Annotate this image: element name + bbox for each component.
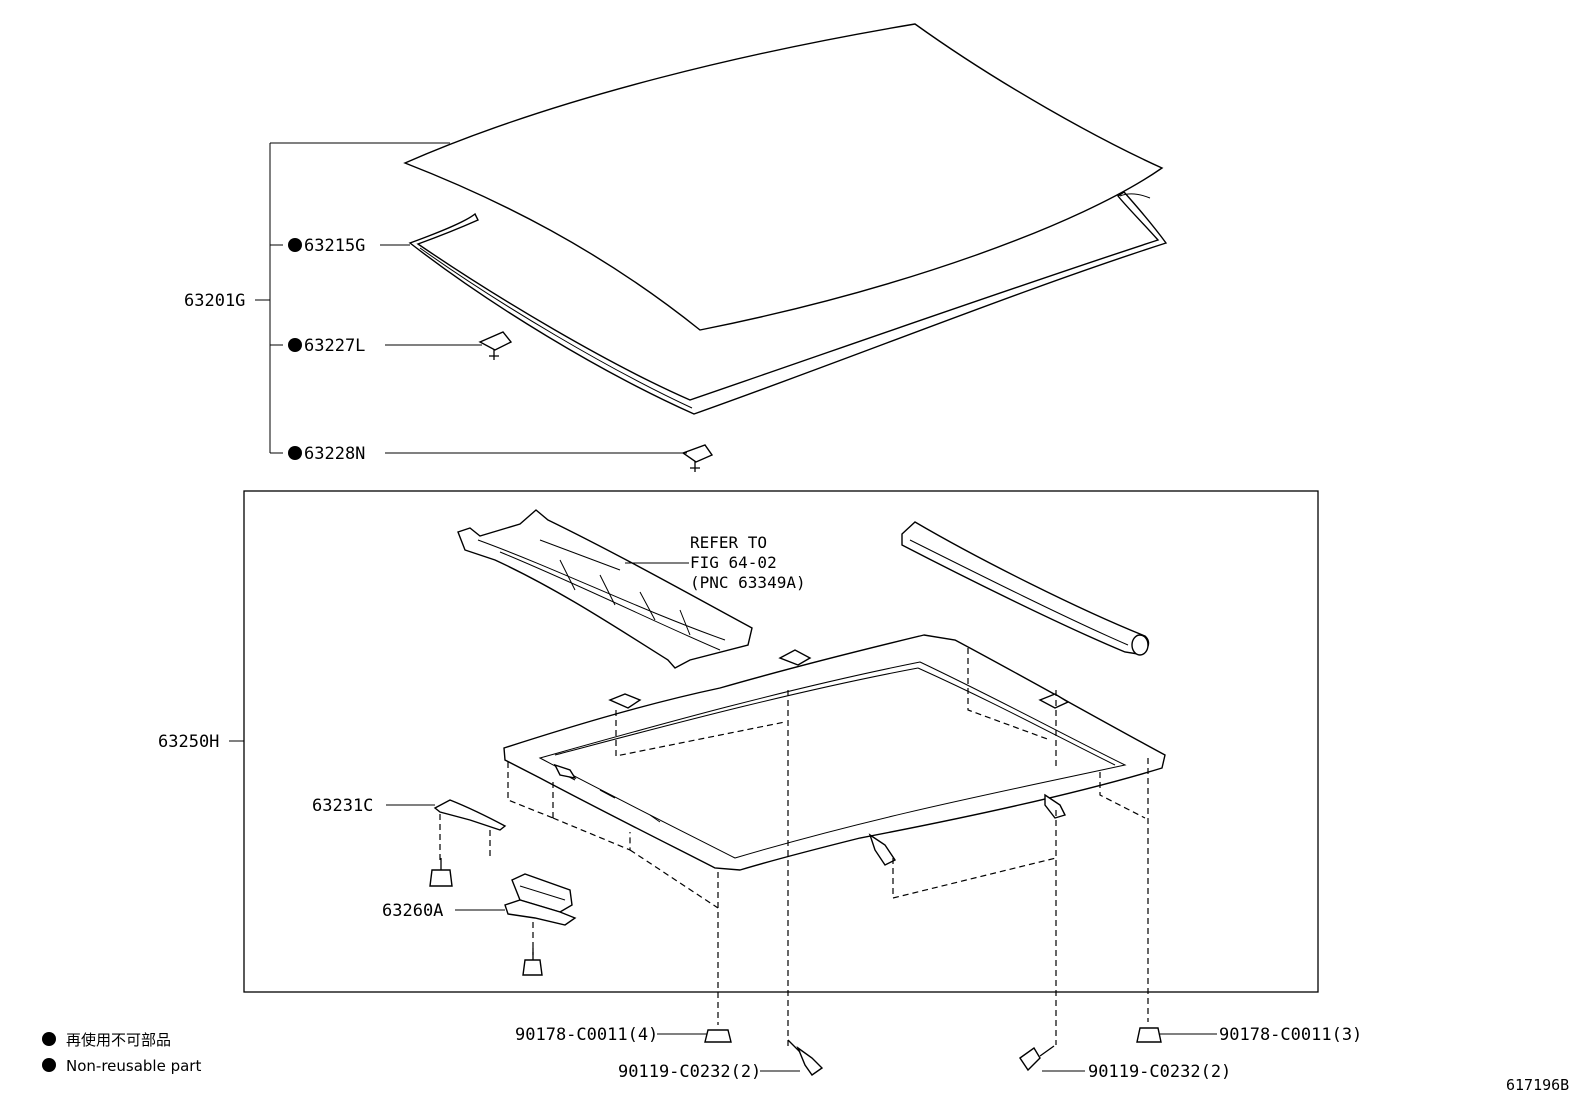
bolt-dashed-leaders [717, 690, 1149, 1048]
clip-63228N [681, 444, 714, 472]
legend-japanese: 再使用不可部品 [66, 1031, 171, 1049]
frame-dashed-guides [507, 648, 1146, 909]
part-label-63260A: 63260A [382, 901, 443, 921]
ref-note-line2: FIG 64-02 [690, 553, 777, 572]
legend: 再使用不可部品 Non-reusable part [42, 1031, 201, 1075]
part-label-63227L: 63227L [304, 336, 365, 356]
group-bracket-63201G [255, 142, 687, 454]
clip-63227L [478, 331, 513, 360]
bolt-90119-right [1019, 1045, 1055, 1072]
part-label-63231C: 63231C [312, 796, 373, 816]
part-label-63228N: 63228N [304, 444, 365, 464]
nut-90178-right [1136, 1027, 1162, 1043]
part-label-63215G: 63215G [304, 236, 365, 256]
sunshade-roller [901, 521, 1150, 656]
sunroof-glass-panel [403, 23, 1164, 331]
legend-english: Non-reusable part [66, 1057, 201, 1075]
weatherstrip-63215G [408, 191, 1168, 415]
nut-90178-left [704, 1029, 732, 1043]
motor-63260A [504, 873, 577, 976]
bolt-label-90178-left: 90178-C0011(4) [515, 1025, 658, 1045]
ref-note-line3: (PNC 63349A) [690, 573, 806, 592]
front-panel-63349A [457, 509, 753, 669]
bolt-90119-left [787, 1039, 824, 1076]
part-label-63250H: 63250H [158, 732, 219, 752]
bolt-label-90119-left: 90119-C0232(2) [618, 1062, 761, 1082]
bracket-63231C [429, 799, 507, 887]
sunroof-frame [503, 634, 1166, 871]
ref-note-line1: REFER TO [690, 533, 767, 552]
figure-id: 617196B [1506, 1076, 1569, 1094]
part-label-63201G: 63201G [184, 291, 245, 311]
bolt-label-90178-right: 90178-C0011(3) [1219, 1025, 1362, 1045]
bolt-label-90119-right: 90119-C0232(2) [1088, 1062, 1231, 1082]
